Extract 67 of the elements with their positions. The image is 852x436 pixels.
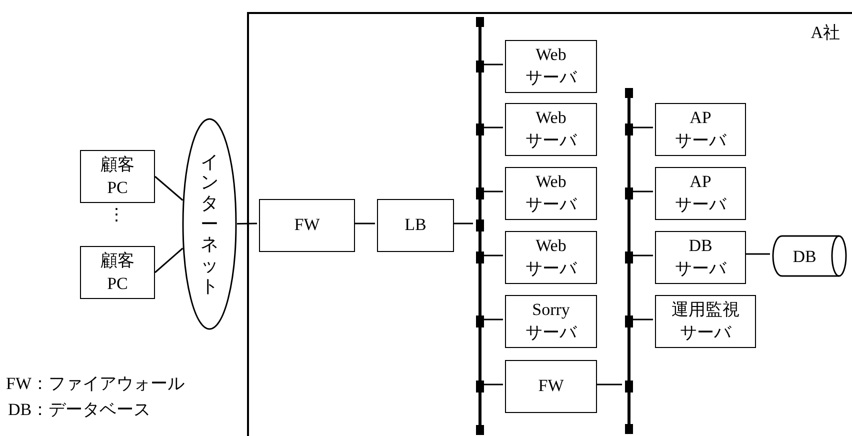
company-boundary (247, 12, 852, 436)
device-box (505, 103, 597, 156)
device-box (655, 295, 756, 348)
node-label: サーバ (526, 66, 576, 88)
node-label: サーバ (526, 322, 576, 344)
node-label: Web (536, 171, 566, 194)
connection-line (154, 176, 184, 201)
device-box (655, 167, 746, 220)
abbreviation-note: DB：データベース (8, 401, 151, 418)
company-label: A社 (810, 24, 840, 41)
node-label: PC (107, 272, 128, 294)
node-label: サーバ (675, 130, 726, 152)
node-label: サーバ (526, 258, 576, 280)
node-label: FW (294, 214, 320, 236)
connection-line (744, 253, 770, 255)
node-label: 顧客 (100, 154, 134, 176)
connection-line (632, 190, 653, 192)
device-box (505, 295, 597, 348)
node-label: サーバ (675, 194, 726, 216)
node-label: サーバ (526, 194, 576, 216)
node-label: Web (536, 235, 566, 258)
device-box (655, 103, 746, 156)
node-label: Web (536, 107, 566, 130)
device-box (505, 40, 597, 93)
abbreviation-note: FW：ファイアウォール (6, 375, 184, 392)
internet-ellipse (182, 118, 237, 330)
network-bus (624, 88, 634, 434)
connection-line (452, 222, 473, 224)
connection-line (632, 126, 653, 128)
node-label: インターネット (200, 152, 218, 296)
database-cylinder (772, 235, 847, 277)
node-label: サーバ (675, 258, 726, 280)
connection-line (483, 190, 503, 192)
node-label: サーバ (526, 130, 576, 152)
node-label: LB (404, 214, 426, 236)
device-box (655, 231, 746, 284)
node-label: DB (792, 248, 816, 264)
device-box (259, 199, 355, 252)
connection-line (632, 254, 653, 256)
device-box (505, 167, 597, 220)
device-box (505, 360, 597, 413)
connection-line (236, 222, 258, 224)
network-bus (475, 17, 485, 435)
connection-line (483, 384, 503, 386)
connection-line (154, 248, 184, 274)
node-label: サーバ (680, 322, 731, 344)
node-label: AP (690, 171, 712, 194)
device-box (80, 150, 155, 203)
connection-line (483, 64, 503, 66)
device-box (377, 199, 454, 252)
node-label: DB (688, 235, 712, 258)
device-box (80, 246, 155, 299)
node-label: 運用監視 (672, 299, 740, 322)
node-label: PC (107, 176, 128, 198)
connection-line (595, 384, 622, 386)
node-label: FW (538, 375, 564, 398)
node-label: Sorry (532, 299, 570, 322)
node-label: 顧客 (100, 250, 134, 272)
connection-line (483, 126, 503, 128)
device-box (505, 231, 597, 284)
node-label: Web (536, 44, 566, 66)
connection-line (483, 318, 503, 320)
node-label: AP (690, 107, 712, 130)
ellipsis-mark: ⋮ (108, 206, 125, 223)
connection-line (483, 254, 503, 256)
connection-line (353, 222, 375, 224)
connection-line (632, 318, 653, 320)
